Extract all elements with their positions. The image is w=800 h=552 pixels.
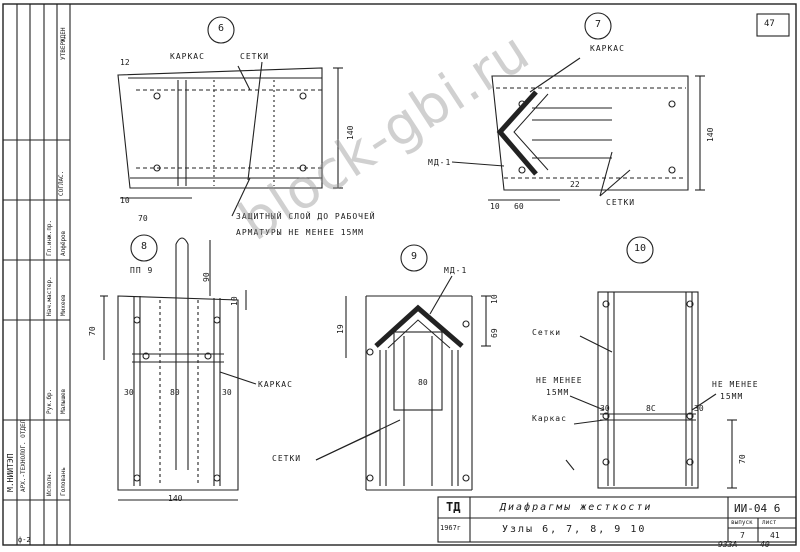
sheet-label: лист (762, 519, 777, 526)
dim-7-22: 22 (570, 180, 580, 189)
dim-8-80: 80 (170, 388, 180, 397)
dim-9-19: 19 (336, 324, 345, 334)
dim-8-90: 90 (202, 272, 211, 282)
stamp-role-1: Гл.инж.пр. (46, 219, 53, 256)
bottom-num-2: 40 (760, 540, 770, 549)
dim-6-10: 10 (120, 196, 130, 205)
node8-outline (117, 295, 239, 491)
dim-7-60: 60 (514, 202, 524, 211)
title-year: 1967г (440, 524, 462, 532)
dim-10-30b: 30 (694, 404, 704, 413)
stamp-row-3: Малышев (60, 388, 67, 414)
sheet-value: 41 (770, 531, 780, 540)
label-setki-10: Сетки (532, 328, 562, 337)
node-label-8: 8 (140, 241, 148, 252)
label-protective-1: ЗАЩИТНЫЙ СЛОЙ ДО РАБОЧЕЙ (236, 212, 376, 221)
sheet-frame (2, 3, 797, 546)
dim-9-10: 10 (490, 294, 499, 304)
node-circle-7 (584, 12, 612, 40)
title-main: Диафрагмы жесткости (500, 502, 653, 513)
node-circle-9 (400, 244, 428, 272)
stamp-agreed: СОГЛАС. (58, 170, 65, 196)
stamp-role-4: Исполн. (46, 470, 53, 496)
label-karkas-10: Каркас (532, 414, 567, 423)
dim-10-8c: 8С (646, 404, 656, 413)
title-code: ТД (446, 500, 461, 514)
issue-value: 7 (740, 531, 745, 540)
label-setki-6: СЕТКИ (240, 52, 270, 61)
label-karkas-8: КАРКАС (258, 380, 293, 389)
stamp-row-4: Головань (60, 467, 67, 496)
stamp-row-2: Михеев (60, 294, 67, 316)
label-md1-7: МД-1 (428, 158, 452, 167)
stamp-row-1: Алфёров (60, 230, 67, 256)
bottom-left-code: ф-2 (18, 536, 31, 544)
node-circle-10 (626, 236, 654, 264)
dim-8-30b: 30 (222, 388, 232, 397)
stamp-approved: УТВЕРЖДЕН (60, 27, 67, 60)
node-label-10: 10 (633, 243, 647, 254)
node-label-9: 9 (410, 251, 418, 262)
dim-10-30a: 30 (600, 404, 610, 413)
label-protective-2: АРМАТУРЫ НЕ МЕНЕЕ 15ММ (236, 228, 364, 237)
label-setki-7: СЕТКИ (606, 198, 636, 207)
stamp-role-3: Рук.бр. (46, 388, 53, 414)
dim-10-70: 70 (738, 454, 747, 464)
label-mm-10b: 15ММ (720, 392, 744, 401)
dim-8-10: 10 (230, 296, 239, 306)
node-label-6: 6 (217, 23, 225, 34)
label-notless-10a: НЕ МЕНЕЕ (536, 376, 583, 385)
label-mm-10a: 15ММ (546, 388, 570, 397)
node6-outline (117, 67, 323, 189)
dim-7-10: 10 (490, 202, 500, 211)
label-karkas-6: КАРКАС (170, 52, 205, 61)
stamp-role-2: Нач.мастер. (46, 276, 53, 316)
node-label-7: 7 (594, 19, 602, 30)
title-sub: Узлы 6, 7, 8, 9 10 (502, 524, 647, 535)
stamp-org: М.НИИТЭП (6, 453, 15, 492)
label-notless-10b: НЕ МЕНЕЕ (712, 380, 759, 389)
dim-8-30a: 30 (124, 388, 134, 397)
page-number: 47 (764, 19, 775, 29)
dim-9-80: 80 (418, 378, 428, 387)
label-karkas-7: КАРКАС (590, 44, 625, 53)
dim-6-70: 70 (138, 214, 148, 223)
stamp-dept: АРХ.-ТЕХНОЛОГ. ОТДЕЛ (20, 419, 27, 492)
node-circle-8 (130, 234, 158, 262)
label-pp-8: ПП 9 (130, 266, 154, 275)
dim-8-70: 70 (88, 326, 97, 336)
label-setki-8: СЕТКИ (272, 454, 302, 463)
page-number-box (756, 13, 790, 37)
dim-9-69: 69 (490, 328, 499, 338)
node7-outline (491, 75, 689, 191)
dim-6-12: 12 (120, 58, 130, 67)
node-circle-6 (207, 16, 235, 44)
dim-8-140: 140 (168, 494, 183, 503)
node10-outline (597, 291, 699, 489)
title-block (437, 496, 797, 543)
dim-7-140: 140 (706, 127, 715, 142)
sheet-code: ИИ-04 6 (734, 502, 781, 515)
bottom-num: 933А (718, 540, 738, 549)
label-md1-9: МД-1 (444, 266, 468, 275)
issue-label: выпуск (731, 519, 753, 526)
